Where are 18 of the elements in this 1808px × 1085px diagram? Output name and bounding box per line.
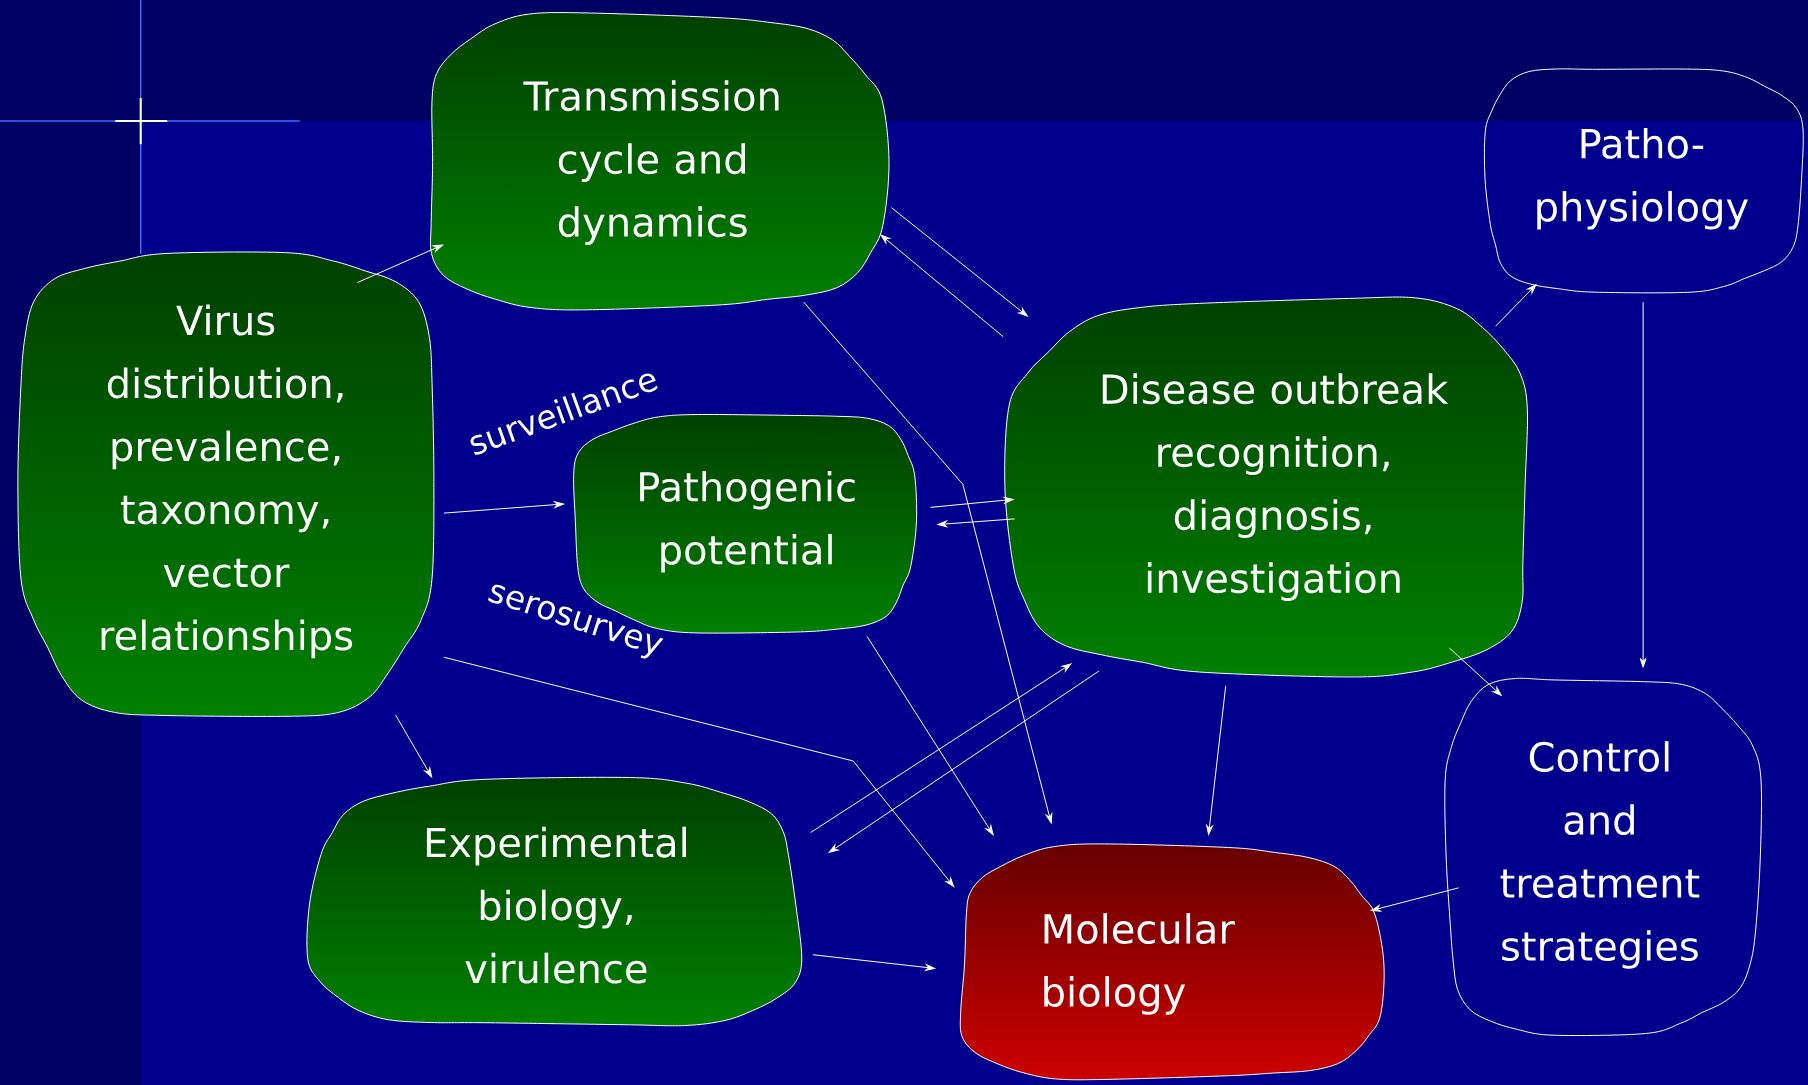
arrow [828, 670, 1100, 853]
arrow [395, 714, 433, 778]
arrow [443, 501, 564, 514]
arrow [1448, 647, 1502, 696]
arrow [1206, 685, 1227, 835]
arrow [1370, 887, 1460, 912]
arrow [812, 954, 936, 971]
arrow [937, 518, 1016, 528]
arrow [880, 234, 1004, 338]
arrow [930, 496, 1014, 508]
arrow [443, 656, 955, 888]
arrow [890, 207, 1028, 317]
arrow [866, 636, 994, 836]
arrow [356, 244, 443, 283]
arrow [1495, 284, 1537, 327]
arrow [810, 663, 1072, 833]
arrow [803, 301, 1053, 824]
arrow [1639, 301, 1647, 668]
